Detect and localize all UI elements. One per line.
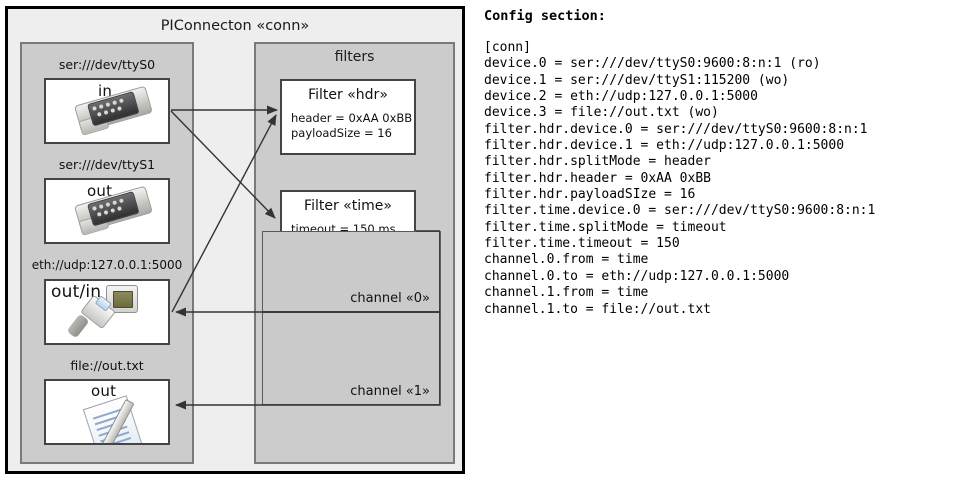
- filters-panel-title: filters: [334, 49, 375, 65]
- filter-name-time: Filter «time»: [304, 198, 392, 214]
- architecture-diagram: PIConnecton «conn» ser:///dev/ttyS0 in s…: [0, 0, 470, 484]
- channel-label-0: channel «0»: [350, 291, 430, 306]
- channel-box-1[interactable]: channel «1»: [262, 312, 440, 405]
- file-document-icon: [82, 395, 146, 443]
- diagram-title: PIConnecton «conn»: [160, 18, 310, 34]
- device-kind-2: out/in: [51, 282, 102, 302]
- device-label-0: ser:///dev/ttyS0: [58, 57, 156, 72]
- config-section: Config section: [conn] device.0 = ser://…: [478, 0, 964, 484]
- device-kind-1: out: [87, 182, 113, 200]
- device-box-file[interactable]: out: [44, 379, 170, 445]
- channel-box-0[interactable]: channel «0»: [262, 231, 440, 312]
- config-text: [conn] device.0 = ser:///dev/ttyS0:9600:…: [484, 40, 876, 317]
- filter-name-hdr: Filter «hdr»: [308, 87, 388, 103]
- config-title: Config section:: [484, 8, 606, 24]
- device-box-ttys1[interactable]: out: [44, 178, 170, 244]
- channel-label-1: channel «1»: [350, 384, 430, 399]
- device-kind-3: out: [91, 382, 117, 400]
- device-box-eth[interactable]: out/in: [44, 279, 170, 345]
- ethernet-icon: [66, 285, 142, 343]
- filter-box-hdr[interactable]: Filter «hdr» header = 0xAA 0xBB payloadS…: [280, 79, 416, 155]
- device-label-3: file://out.txt: [70, 358, 144, 373]
- device-box-ttys0[interactable]: in: [44, 78, 170, 144]
- device-label-2: eth://udp:127.0.0.1:5000: [31, 258, 183, 272]
- device-label-1: ser:///dev/ttyS1: [58, 157, 156, 172]
- filter-props-hdr: header = 0xAA 0xBB payloadSize = 16: [291, 111, 413, 140]
